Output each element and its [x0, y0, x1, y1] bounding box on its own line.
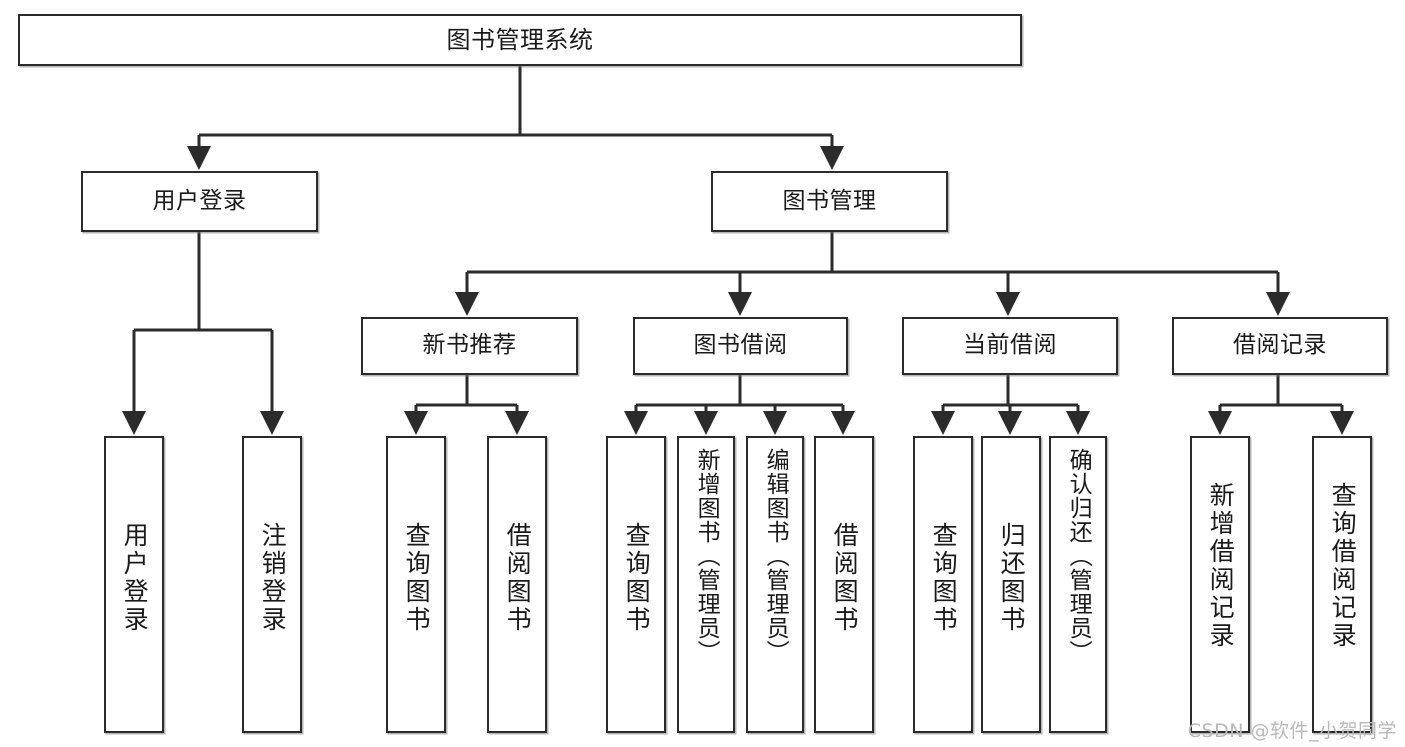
- leaf-borrow-record-add-record[interactable]: 新增借阅记录: [1190, 436, 1250, 733]
- csdn-watermark: CSDN @软件_小贺同学: [1187, 720, 1397, 742]
- node-label: 借阅记录: [1233, 332, 1327, 359]
- node-book-management[interactable]: 图书管理: [711, 171, 948, 232]
- node-book-borrowing[interactable]: 图书借阅: [633, 317, 848, 375]
- leaf-book-borrow-query-books[interactable]: 查询图书: [606, 436, 666, 733]
- node-label: 图书管理系统: [446, 25, 594, 54]
- leaf-borrow-record-query-record[interactable]: 查询借阅记录: [1312, 436, 1372, 733]
- node-label: 查询图书: [929, 522, 959, 634]
- node-label: 用户登录: [152, 187, 247, 214]
- node-borrowing-records[interactable]: 借阅记录: [1172, 317, 1388, 375]
- node-label: 图书管理: [782, 187, 877, 214]
- node-label: 新增图书（管理员）: [693, 448, 720, 664]
- leaf-new-book-query-books[interactable]: 查询图书: [386, 436, 446, 733]
- node-label: 编辑图书（管理员）: [762, 448, 789, 664]
- node-root-book-management-system[interactable]: 图书管理系统: [18, 14, 1022, 66]
- node-user-login[interactable]: 用户登录: [81, 171, 318, 232]
- node-label: 新增借阅记录: [1206, 482, 1236, 650]
- node-new-book-recommendation[interactable]: 新书推荐: [361, 317, 578, 375]
- leaf-user-login-logout[interactable]: 注销登录: [242, 436, 302, 733]
- node-label: 确认归还（管理员）: [1065, 448, 1092, 664]
- leaf-current-borrow-return-books[interactable]: 归还图书: [981, 436, 1041, 733]
- leaf-current-borrow-query-books[interactable]: 查询图书: [913, 436, 973, 733]
- node-current-borrowing[interactable]: 当前借阅: [902, 317, 1118, 375]
- leaf-new-book-borrow-books[interactable]: 借阅图书: [487, 436, 547, 733]
- leaf-user-login-login[interactable]: 用户登录: [104, 436, 164, 733]
- node-label: 图书借阅: [693, 332, 788, 359]
- node-label: 当前借阅: [963, 332, 1057, 359]
- node-label: 用户登录: [120, 522, 150, 634]
- node-label: 查询图书: [402, 522, 432, 634]
- leaf-book-borrow-add-book-admin[interactable]: 新增图书（管理员）: [677, 436, 735, 733]
- leaf-book-borrow-edit-book-admin[interactable]: 编辑图书（管理员）: [746, 436, 804, 733]
- node-label: 归还图书: [997, 522, 1027, 634]
- node-label: 注销登录: [258, 522, 288, 634]
- leaf-book-borrow-borrow-books[interactable]: 借阅图书: [814, 436, 874, 733]
- node-label: 查询借阅记录: [1328, 482, 1358, 650]
- node-label: 新书推荐: [422, 332, 517, 359]
- node-label: 查询图书: [622, 522, 652, 634]
- leaf-current-borrow-confirm-return-admin[interactable]: 确认归还（管理员）: [1049, 436, 1107, 733]
- node-label: 借阅图书: [503, 522, 533, 634]
- node-label: 借阅图书: [830, 522, 860, 634]
